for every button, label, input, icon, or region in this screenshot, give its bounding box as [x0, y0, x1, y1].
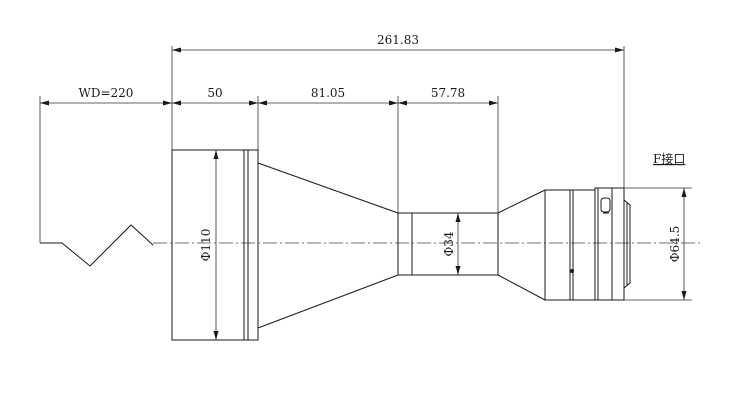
arrowhead: [489, 100, 498, 106]
arrowhead: [249, 100, 258, 106]
rear-section-length-label: 57.78: [431, 86, 465, 100]
front-barrel-length-label: 50: [207, 86, 222, 100]
arrowhead: [455, 266, 461, 275]
arrowhead: [213, 150, 219, 159]
arrowhead: [40, 100, 49, 106]
arrowhead: [615, 47, 624, 53]
arrowhead: [213, 331, 219, 340]
f-mount-lock-button: [600, 197, 611, 213]
front-barrel: [171, 149, 259, 341]
break-line: [40, 224, 154, 267]
cone-upper-edge: [257, 162, 399, 214]
waist-diameter-label: Φ34: [442, 231, 456, 256]
arrowhead: [455, 213, 461, 222]
mount-label: F接口: [653, 151, 685, 166]
f-mount-body: [594, 187, 625, 301]
arrowhead: [172, 100, 181, 106]
front-diameter-label: Φ110: [199, 229, 213, 262]
rear-cone-lower-edge: [497, 274, 546, 301]
rear-body-screw: [570, 269, 574, 273]
waist-section: [397, 212, 499, 276]
arrowhead: [258, 100, 267, 106]
arrowhead: [172, 47, 181, 53]
rear-cone-upper-edge: [497, 189, 546, 214]
overall-length-label: 261.83: [377, 33, 419, 47]
cone-length-label: 81.05: [311, 86, 345, 100]
arrowhead: [681, 291, 687, 300]
mount-diameter-label: Φ64.5: [668, 226, 682, 263]
arrowhead: [681, 188, 687, 197]
arrowhead: [163, 100, 172, 106]
working-distance-label: WD=220: [79, 86, 134, 100]
arrowhead: [389, 100, 398, 106]
cone-lower-edge: [257, 274, 399, 329]
arrowhead: [398, 100, 407, 106]
